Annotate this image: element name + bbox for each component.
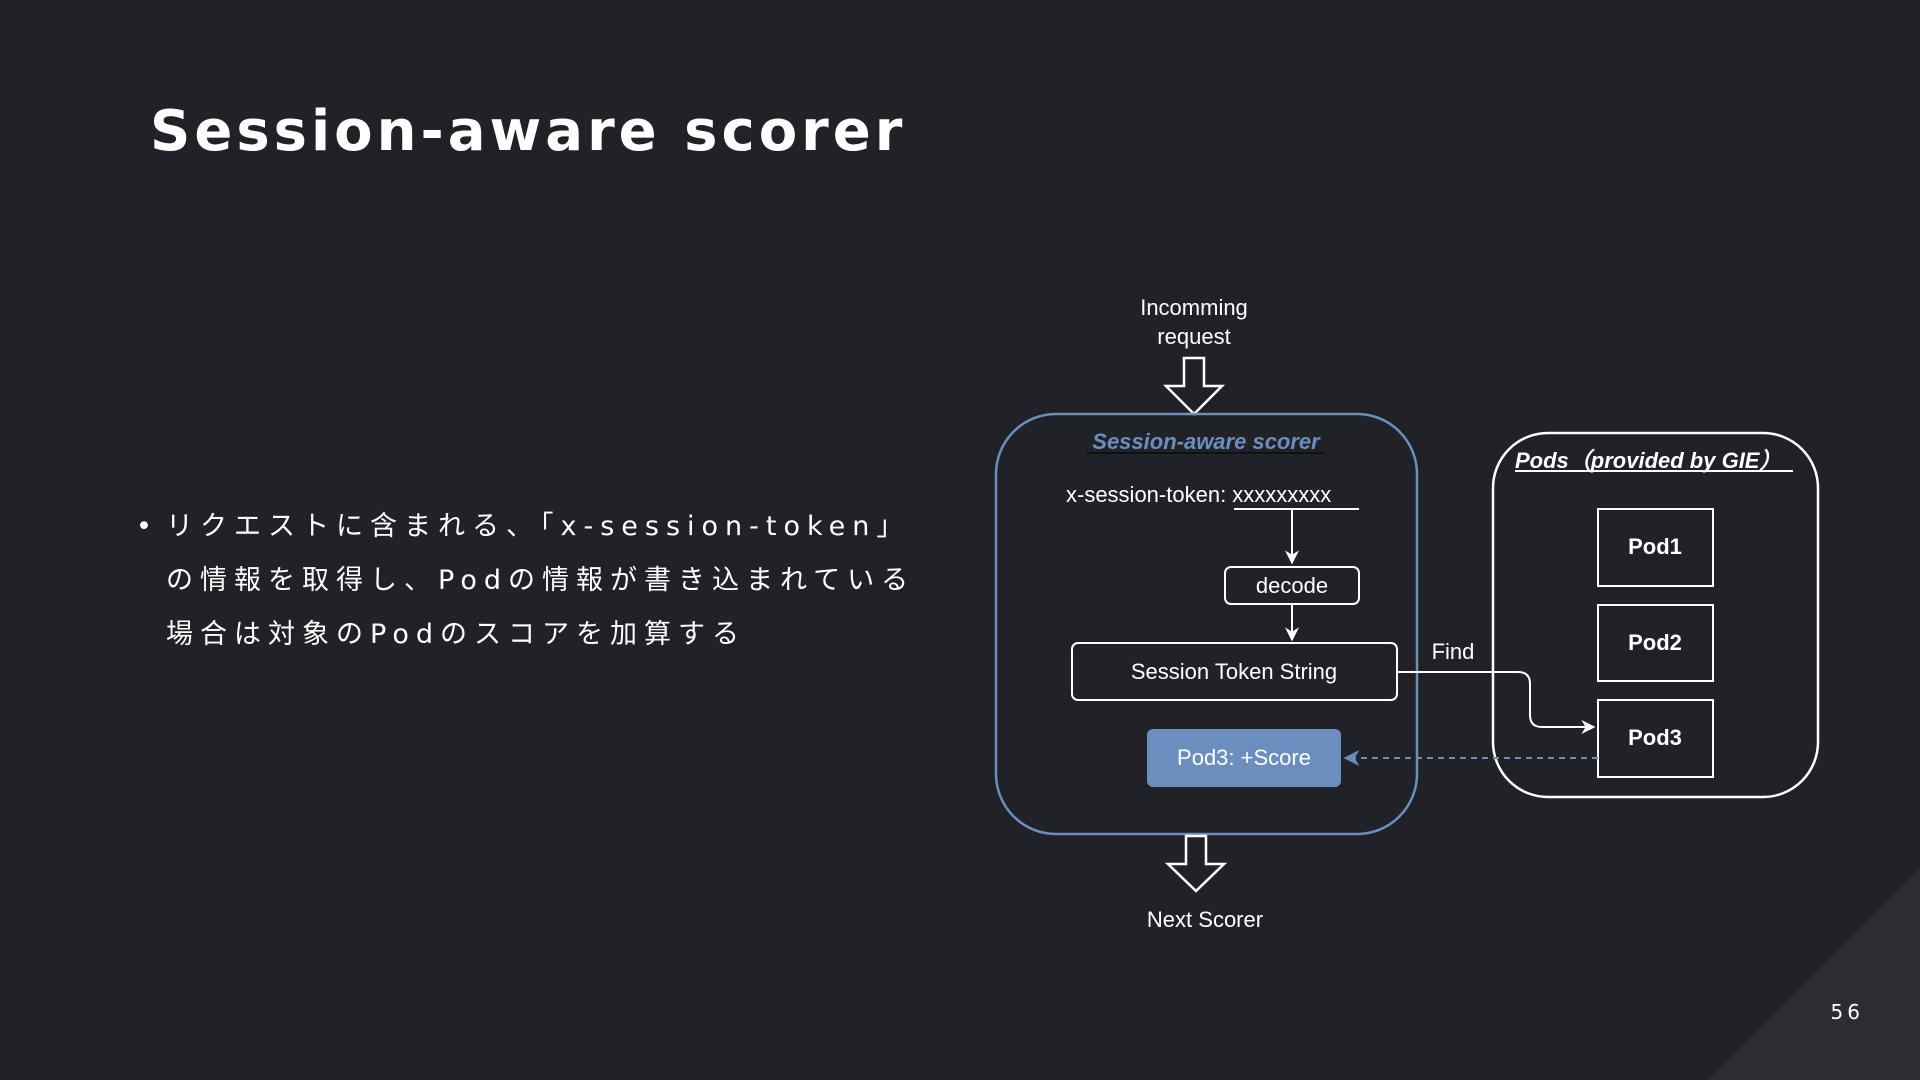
session-token-header-key: x-session-token: bbox=[1066, 482, 1232, 507]
incoming-request-label: Incomming bbox=[1140, 295, 1248, 320]
pod1-box bbox=[1597, 508, 1714, 587]
pod2-box bbox=[1597, 604, 1714, 682]
pod3-label: Pod3 bbox=[1628, 725, 1682, 750]
session-token-label: Session Token String bbox=[1131, 659, 1337, 684]
corner-decoration bbox=[1708, 868, 1920, 1080]
score-result-box bbox=[1147, 729, 1341, 787]
find-connector bbox=[1397, 671, 1596, 734]
next-scorer-label: Next Scorer bbox=[1147, 907, 1263, 932]
decode-label: decode bbox=[1256, 573, 1328, 598]
slide-title: Session-aware scorer bbox=[150, 99, 907, 164]
score-result-label: Pod3: +Score bbox=[1177, 745, 1311, 770]
bullet-list: • リクエストに含まれる、「x-session-token」の情報を取得し、Po… bbox=[132, 500, 926, 662]
incoming-arrow-icon bbox=[1162, 356, 1226, 416]
pod2-label: Pod2 bbox=[1628, 630, 1682, 655]
pods-container bbox=[1491, 431, 1820, 799]
find-label: Find bbox=[1432, 639, 1475, 664]
page-number: 56 bbox=[1830, 1000, 1864, 1024]
pod3-box bbox=[1597, 699, 1714, 778]
bullet-item: • リクエストに含まれる、「x-session-token」の情報を取得し、Po… bbox=[132, 500, 926, 662]
pod1-label: Pod1 bbox=[1628, 534, 1682, 559]
bullet-dot: • bbox=[136, 511, 159, 542]
next-scorer-arrow-icon bbox=[1164, 834, 1228, 893]
session-token-header: x-session-token: xxxxxxxxx bbox=[1066, 482, 1331, 507]
session-token-header-value: xxxxxxxxx bbox=[1232, 482, 1331, 507]
scorer-container bbox=[994, 412, 1419, 836]
bullet-text: リクエストに含まれる、「x-session-token」の情報を取得し、Podの… bbox=[166, 511, 916, 650]
pods-title: Pods（provided by GIE） bbox=[1515, 448, 1781, 473]
scorer-title: Session-aware scorer bbox=[1092, 429, 1321, 454]
incoming-request-label-2: request bbox=[1157, 324, 1230, 349]
